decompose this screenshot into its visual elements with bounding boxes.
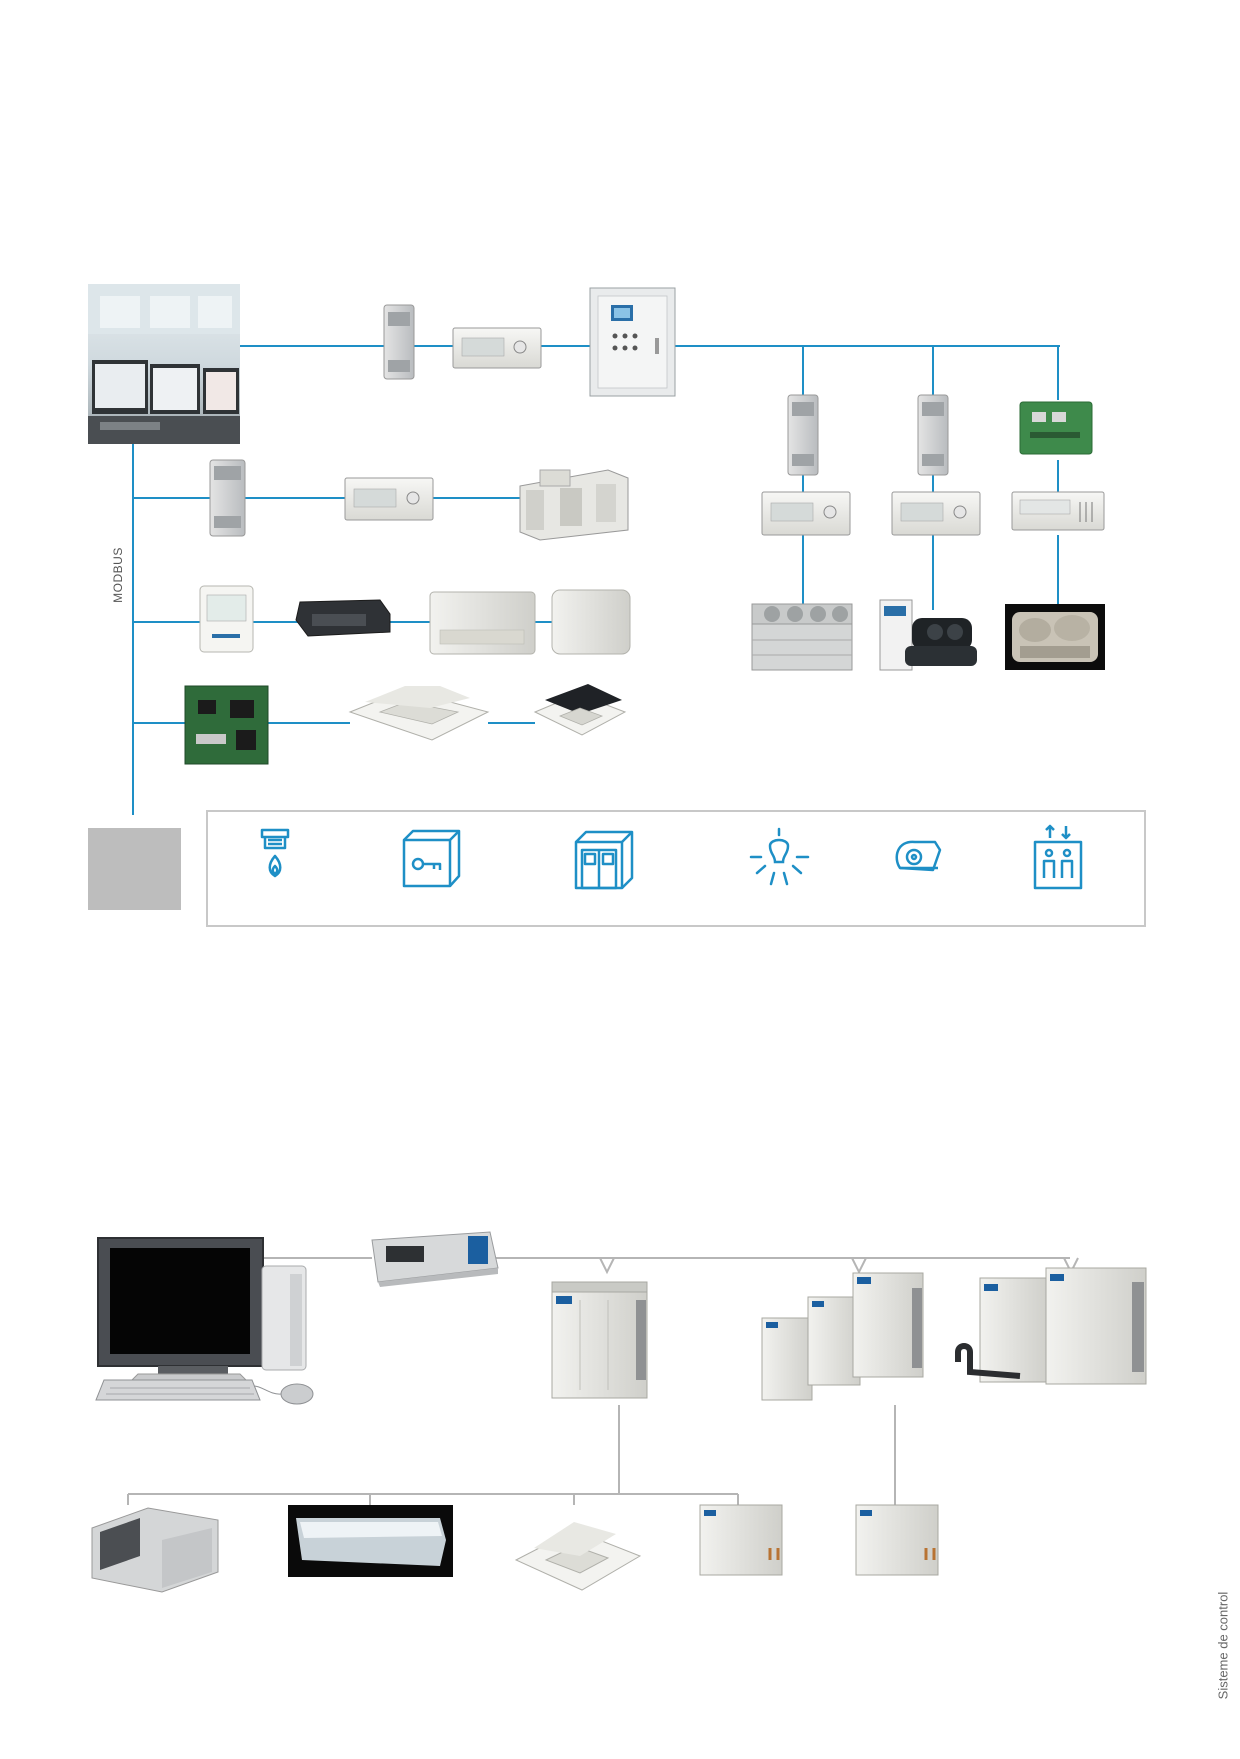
room-thermostat xyxy=(199,585,254,653)
cabinet-fan-coil xyxy=(551,589,631,655)
compact-cassette xyxy=(533,684,627,736)
controller-unit-chiller-1 xyxy=(761,491,851,536)
intelligent-controller-box xyxy=(371,1231,499,1287)
gateway-module-2 xyxy=(787,394,819,476)
hydrobox-unit-2 xyxy=(855,1504,939,1576)
controller-unit-1 xyxy=(452,327,542,369)
gateway-module-3 xyxy=(917,394,949,476)
access-door-icon xyxy=(574,830,634,890)
building-services-panel xyxy=(206,810,1146,927)
centrifugal-chiller-photo xyxy=(1005,604,1105,670)
water-cooled-chiller xyxy=(879,599,977,671)
controller-unit-chiller-3 xyxy=(1011,491,1105,531)
communication-board xyxy=(1019,401,1093,455)
round-flow-cassette xyxy=(348,686,490,741)
lighting-icon xyxy=(749,827,810,886)
security-key-icon xyxy=(402,829,461,888)
section-label: Sisteme de control xyxy=(1215,1591,1231,1700)
control-pcb-board xyxy=(184,685,269,765)
hydrobox-unit-1 xyxy=(699,1504,783,1576)
bms-wiring xyxy=(132,345,1060,815)
elevator-icon xyxy=(1033,824,1083,890)
bms-workstation-photo xyxy=(88,284,240,444)
fire-alarm-icon xyxy=(260,828,290,878)
control-panel-cabinet xyxy=(589,287,676,397)
floor-standing-fan-coil xyxy=(429,591,536,655)
air-curtain-unit xyxy=(288,1505,453,1577)
vrv-notch-2 xyxy=(851,1257,867,1275)
ducted-indoor-unit xyxy=(91,1507,219,1593)
vrv-outdoor-unit-twin xyxy=(955,1267,1147,1385)
vrv-wiring xyxy=(127,1257,1079,1505)
pc-workstation xyxy=(95,1237,314,1405)
sanitary-icon xyxy=(895,840,942,872)
controller-unit-ahu xyxy=(344,477,434,521)
roundflow-cassette-indoor xyxy=(514,1522,642,1591)
vrv-outdoor-unit-group xyxy=(761,1272,924,1401)
gateway-module-1 xyxy=(383,304,415,380)
modbus-label: MODBUS xyxy=(111,547,125,603)
vrv-outdoor-unit-single xyxy=(551,1281,648,1399)
air-cooled-chiller xyxy=(751,603,853,671)
gateway-module-4 xyxy=(209,459,246,537)
vrv-notch-1 xyxy=(599,1257,615,1275)
controller-unit-chiller-2 xyxy=(891,491,981,536)
gray-gateway-block xyxy=(88,828,181,910)
ducted-fan-coil xyxy=(295,599,391,637)
air-handling-unit xyxy=(519,469,629,541)
